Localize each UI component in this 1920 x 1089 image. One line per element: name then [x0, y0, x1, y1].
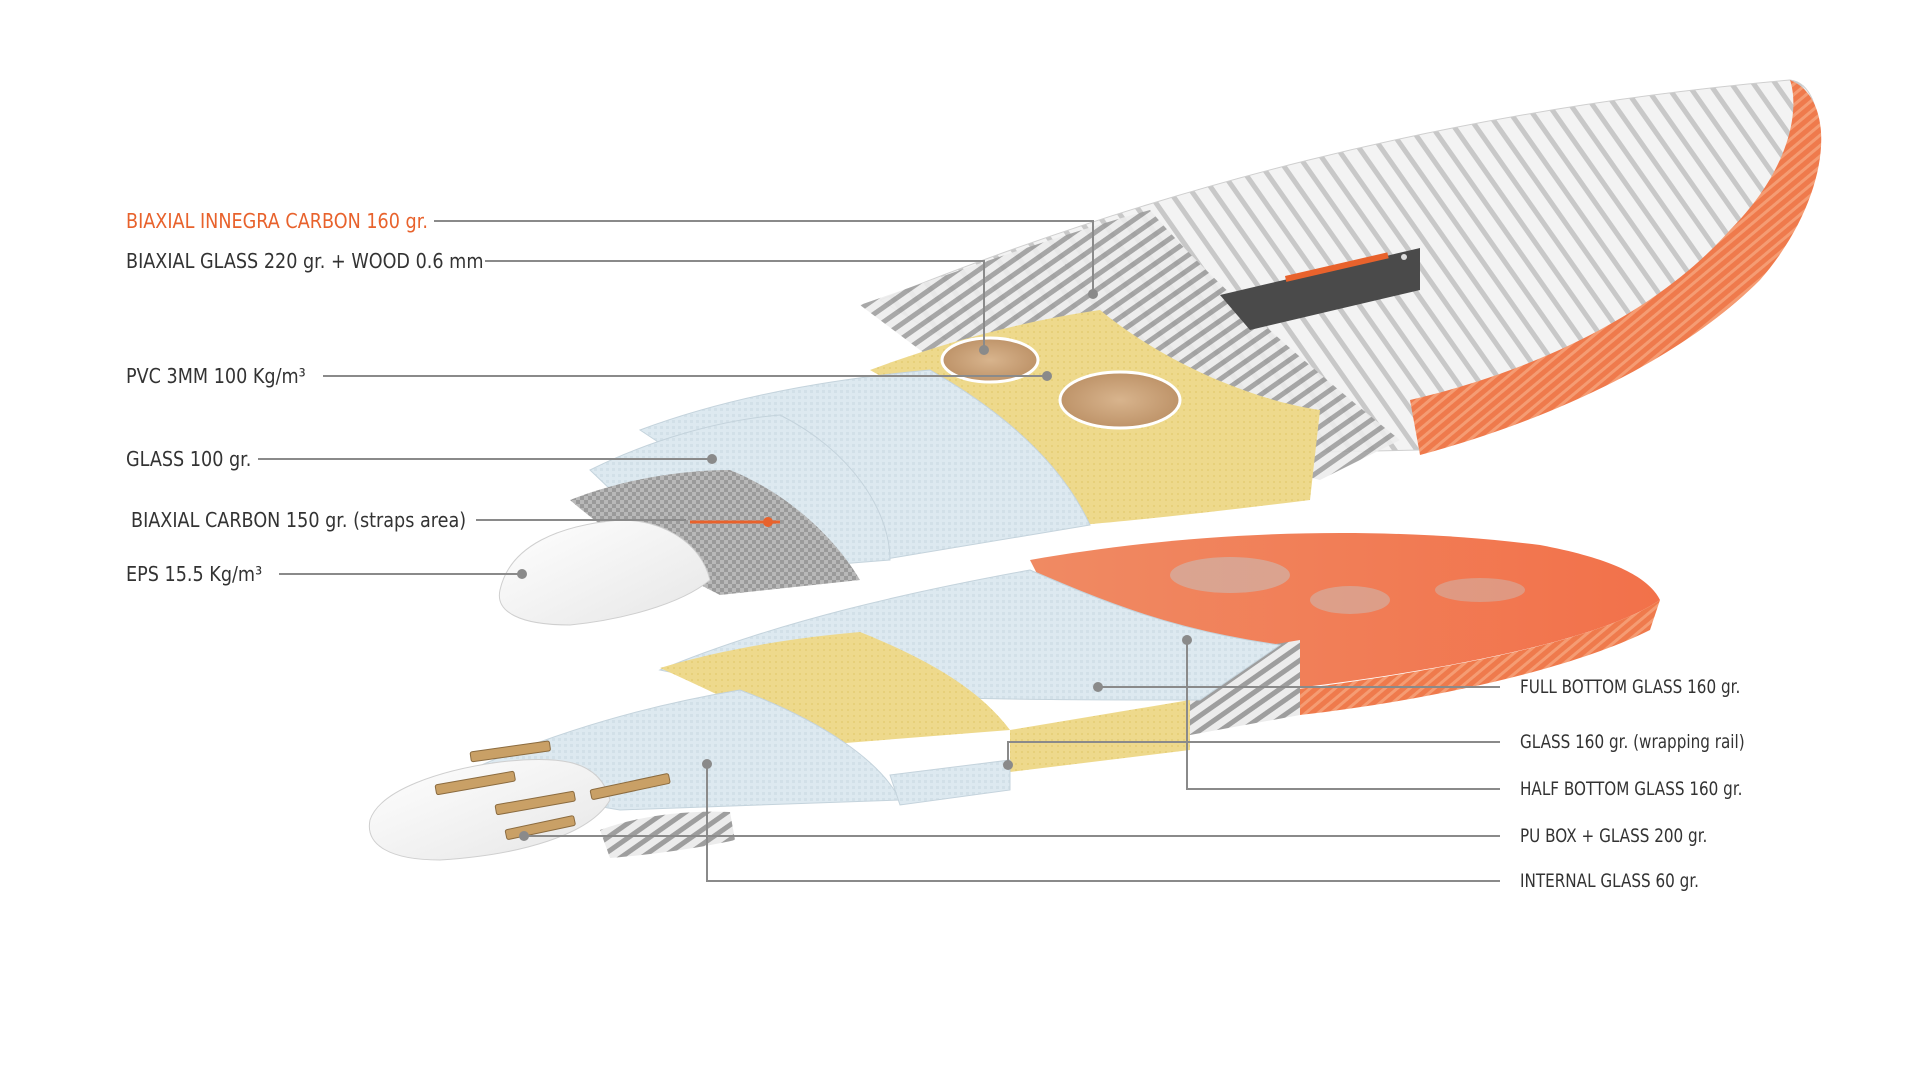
- label-pvc: PVC 3MM 100 Kg/m³: [126, 364, 306, 388]
- leader-internal-glass: [706, 766, 1500, 882]
- label-eps: EPS 15.5 Kg/m³: [126, 562, 263, 586]
- fin-box-2: [434, 770, 516, 796]
- bottom-board: [368, 533, 1660, 861]
- leader-glass-wrapping-rail: [1007, 741, 1500, 763]
- label-pu-box-glass: PU BOX + GLASS 200 gr.: [1520, 825, 1708, 847]
- label-glass-100: GLASS 100 gr.: [126, 447, 252, 471]
- wood-pad-1: [940, 336, 1040, 384]
- fin-box-4: [589, 773, 671, 800]
- top-leader-lines: [258, 220, 1098, 579]
- eps-core: [498, 519, 711, 626]
- bottom-mottle-3: [1435, 578, 1525, 602]
- label-biaxial-glass-wood: BIAXIAL GLASS 220 gr. + WOOD 0.6 mm: [126, 249, 484, 273]
- label-half-bottom-glass: HALF BOTTOM GLASS 160 gr.: [1520, 778, 1743, 800]
- leader-biaxial-innegra-carbon: [434, 220, 1094, 292]
- fin-box-3: [494, 790, 576, 816]
- bottom-mottle-1: [1170, 557, 1290, 593]
- tail-carbon-band: [600, 811, 735, 858]
- label-glass-wrapping-rail: GLASS 160 gr. (wrapping rail): [1520, 731, 1745, 753]
- label-biaxial-innegra-carbon: BIAXIAL INNEGRA CARBON 160 gr.: [126, 209, 428, 233]
- label-biaxial-carbon-straps: BIAXIAL CARBON 150 gr. (straps area): [131, 508, 467, 532]
- bottom-leader-lines: [519, 635, 1500, 882]
- wrapping-rail-glass: [889, 759, 1011, 806]
- top-board: [498, 79, 1822, 626]
- deck-orange-rail: [1410, 80, 1822, 455]
- bottom-pu-band: [660, 632, 1010, 745]
- leader-half-bottom-glass: [1186, 642, 1500, 790]
- deck-box-logo: [1220, 248, 1420, 330]
- bottom-pu-rail: [1010, 700, 1190, 772]
- label-internal-glass: INTERNAL GLASS 60 gr.: [1520, 870, 1700, 892]
- bottom-mottle-2: [1310, 586, 1390, 614]
- label-full-bottom-glass: FULL BOTTOM GLASS 160 gr.: [1520, 676, 1741, 698]
- leader-biaxial-glass-wood: [485, 260, 985, 348]
- pu-tail-block: [368, 758, 611, 861]
- straps-carbon-layer: [570, 470, 860, 595]
- fin-box-1: [469, 740, 551, 763]
- wood-pad-2: [1058, 370, 1182, 430]
